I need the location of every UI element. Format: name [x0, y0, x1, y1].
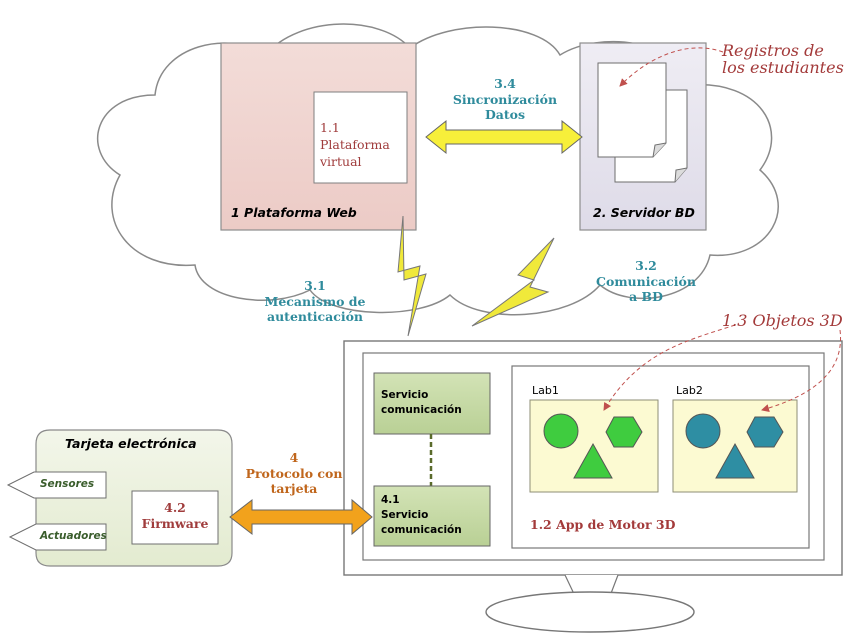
- objects-pointer-lab1: [603, 324, 736, 411]
- lab2-sphere: [685, 413, 721, 449]
- engine-app-label: 1.2 App de Motor 3D: [530, 517, 676, 532]
- auth-number: 3.1: [304, 278, 326, 293]
- sync-double-arrow: [425, 119, 583, 155]
- lab1-cone: [573, 442, 613, 479]
- db-comm-number: 3.2: [635, 258, 657, 273]
- db-lightning-bolt: [471, 237, 555, 327]
- monitor-base: [485, 591, 695, 633]
- auth-lightning-bolt: [397, 215, 427, 337]
- sensors-arrow-shape: [6, 471, 107, 499]
- sync-label: Sincronización Datos: [452, 92, 558, 122]
- service-box-bottom: [373, 485, 491, 547]
- sync-number: 3.4: [494, 76, 516, 91]
- firmware-box: [131, 490, 219, 545]
- protocol-label: Protocolo con tarjeta: [245, 466, 343, 496]
- auth-label: Mecanismo de autenticación: [264, 294, 366, 324]
- firmware-label: Firmware: [141, 516, 209, 531]
- records-pointer: [619, 47, 724, 87]
- lab1-hexagon: [605, 416, 643, 448]
- sensors-label: Sensores: [40, 478, 95, 490]
- service-bottom-number: 4.1: [381, 494, 400, 506]
- service-top-label: Servicio comunicación: [381, 389, 462, 416]
- db-document-front: [597, 62, 667, 158]
- lab2-hexagon: [746, 416, 784, 448]
- firmware-number: 4.2: [164, 500, 186, 515]
- service-bottom-label: Servicio comunicación: [381, 509, 462, 536]
- objects-3d-note: 1.3 Objetos 3D: [722, 311, 843, 330]
- virtual-platform-page: [313, 91, 408, 184]
- service-box-top: [373, 372, 491, 435]
- lab2-label: Lab2: [676, 384, 703, 397]
- student-records-note: Registros de los estudiantes: [722, 41, 844, 77]
- objects-pointer-lab2: [761, 329, 842, 412]
- card-title: Tarjeta electrónica: [65, 436, 197, 451]
- db-server-title: 2. Servidor BD: [593, 205, 695, 220]
- actuators-arrow-shape: [8, 523, 107, 551]
- actuators-label: Actuadores: [40, 530, 107, 542]
- virtual-platform-label: Plataforma virtual: [320, 137, 390, 169]
- protocol-double-arrow: [229, 498, 373, 536]
- lab2-cone: [715, 442, 755, 479]
- web-platform-title: 1 Plataforma Web: [231, 205, 357, 220]
- protocol-number: 4: [289, 450, 299, 465]
- db-comm-label: Comunicación a BD: [596, 274, 696, 304]
- lab1-label: Lab1: [532, 384, 559, 397]
- virtual-platform-number: 1.1: [320, 120, 340, 135]
- lab1-sphere: [543, 413, 579, 449]
